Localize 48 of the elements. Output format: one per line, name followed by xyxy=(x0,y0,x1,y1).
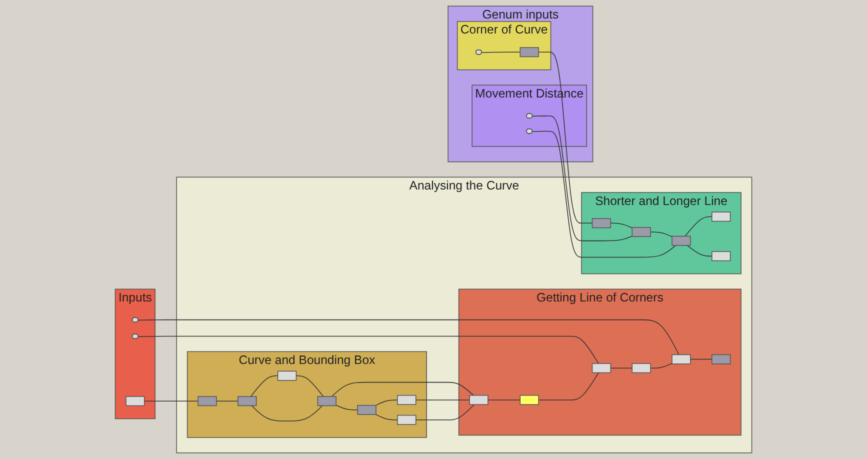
node-box xyxy=(397,414,416,425)
node-box xyxy=(632,227,651,237)
node-box xyxy=(632,363,651,374)
node-box xyxy=(198,396,217,406)
connector xyxy=(690,358,712,360)
connector xyxy=(296,375,324,397)
cluster: Curve and Bounding Box xyxy=(186,351,427,438)
cluster: Getting Line of Corners xyxy=(458,288,742,436)
connector xyxy=(376,400,398,406)
connector xyxy=(482,52,521,53)
node-box xyxy=(520,47,539,58)
connector xyxy=(331,382,474,397)
cluster: Inputs xyxy=(114,288,156,420)
connector xyxy=(610,222,633,228)
node-box xyxy=(126,396,145,406)
node-box xyxy=(317,396,336,406)
connector xyxy=(686,245,712,257)
connector xyxy=(138,319,680,356)
node-box xyxy=(712,251,731,262)
node-box xyxy=(469,394,488,405)
node-box xyxy=(712,212,731,222)
cluster: Corner of Curve xyxy=(456,21,552,70)
connector xyxy=(415,404,475,420)
node-box xyxy=(357,404,376,415)
connector xyxy=(336,404,358,410)
node-box xyxy=(238,396,257,406)
node-box xyxy=(712,354,731,364)
connector xyxy=(216,400,238,402)
node-box xyxy=(520,394,539,405)
node-box xyxy=(672,236,691,246)
connector xyxy=(250,375,278,397)
connector xyxy=(650,232,672,238)
node-box xyxy=(672,354,691,364)
connector xyxy=(138,336,599,364)
node-box xyxy=(592,363,612,374)
connector xyxy=(144,400,198,402)
connector xyxy=(538,372,599,400)
connector xyxy=(251,405,323,422)
connector xyxy=(684,216,712,237)
node-box xyxy=(397,394,416,405)
connector xyxy=(650,362,672,368)
node-box xyxy=(277,370,297,381)
connector xyxy=(376,414,398,420)
connector xyxy=(532,115,633,242)
node-box xyxy=(592,218,612,228)
connector xyxy=(538,52,593,224)
connector xyxy=(532,130,676,258)
cluster: Shorter and Longer Line xyxy=(581,192,742,274)
